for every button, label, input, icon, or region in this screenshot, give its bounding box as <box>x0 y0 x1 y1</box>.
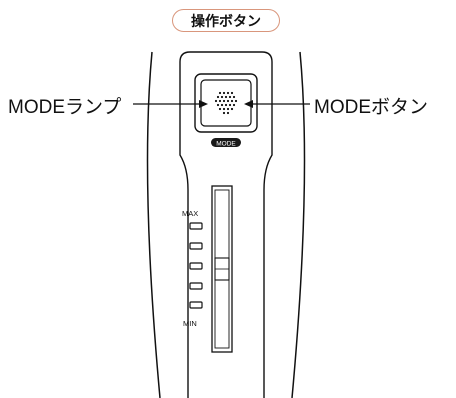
housing-left-curve <box>146 51 161 398</box>
mode-tag-text: MODE <box>216 140 236 147</box>
level-max-label: MAX <box>182 209 198 218</box>
indicator-lamp <box>189 222 203 230</box>
mode-button-callout: MODEボタン <box>314 97 429 118</box>
indicator-lamps <box>189 222 203 309</box>
mode-button-grip-dots <box>214 91 238 115</box>
housing-right-curve <box>291 51 306 398</box>
mode-lamp-tag <box>211 138 241 147</box>
lamp-arrowhead <box>199 100 208 108</box>
mode-lamp-callout: MODEランプ <box>8 97 122 118</box>
button-arrowhead <box>244 100 253 108</box>
level-min-label: MIN <box>183 319 197 328</box>
section-title: 操作ボタン <box>172 9 280 32</box>
control-panel <box>179 51 273 398</box>
mode-button <box>200 79 252 127</box>
indicator-lamp <box>189 301 203 309</box>
indicator-lamp <box>189 282 203 290</box>
indicator-lamp <box>189 242 203 250</box>
indicator-lamp <box>189 262 203 270</box>
